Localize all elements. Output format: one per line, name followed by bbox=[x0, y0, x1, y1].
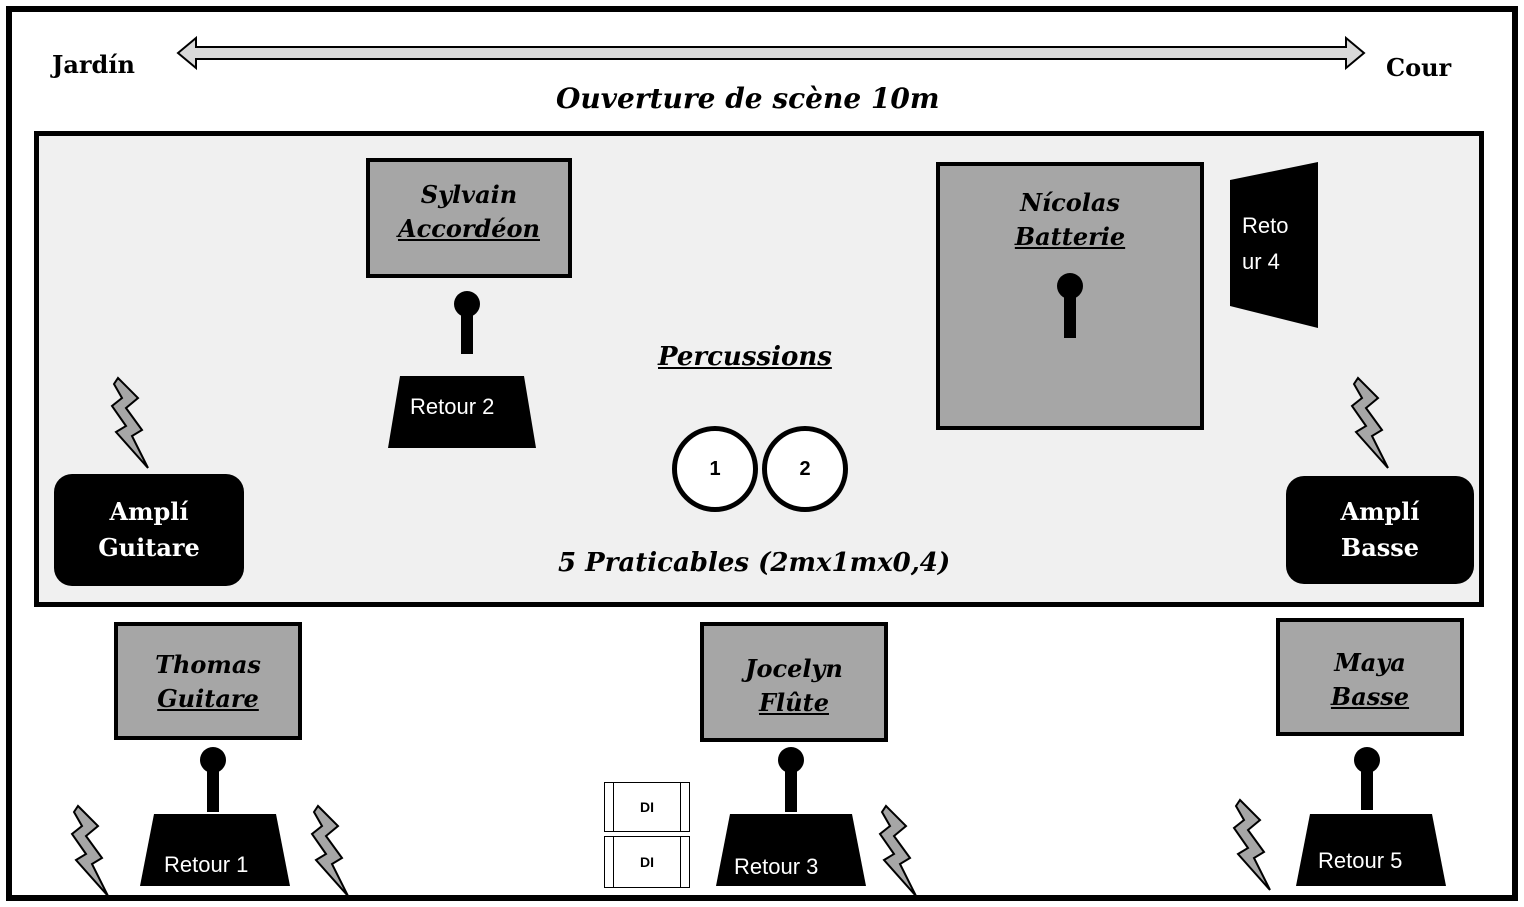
jardin-label: Jardín bbox=[52, 50, 135, 79]
amp-guitar: Amplí Guitare bbox=[54, 474, 244, 586]
drum-label: 2 bbox=[799, 457, 811, 480]
di-label: DI bbox=[640, 854, 654, 870]
musician-name: Sylvain bbox=[420, 180, 518, 209]
power-lightning-icon bbox=[1232, 798, 1271, 891]
monitor-wedge-3 bbox=[716, 814, 866, 886]
monitor-label-4-line: Reto bbox=[1242, 213, 1289, 238]
musician-box-sylvain: Sylvain Accordéon bbox=[366, 158, 572, 278]
power-lightning-icon bbox=[878, 804, 917, 897]
amp-bass: Amplí Basse bbox=[1286, 476, 1474, 584]
musician-name: Thomas bbox=[155, 650, 261, 679]
monitor-wedge-2 bbox=[388, 376, 536, 448]
amp-line: Guitare bbox=[98, 533, 200, 562]
musician-instrument: Accordéon bbox=[397, 214, 540, 243]
power-lightning-icon bbox=[310, 804, 349, 897]
musician-name: Jocelyn bbox=[745, 654, 843, 683]
monitor-label-4-line: ur 4 bbox=[1242, 249, 1280, 274]
di-box: DI bbox=[604, 782, 690, 832]
musician-name: Maya bbox=[1334, 648, 1406, 677]
percussion-drum-1: 1 bbox=[672, 426, 758, 512]
microphone-icon bbox=[778, 747, 804, 812]
monitor-label-4: Reto ur 4 bbox=[1242, 208, 1288, 280]
di-label: DI bbox=[640, 799, 654, 815]
musician-name: Nícolas bbox=[1020, 188, 1120, 217]
musician-instrument: Batterie bbox=[1014, 222, 1126, 251]
musician-box-jocelyn: Jocelyn Flûte bbox=[700, 622, 888, 742]
percussion-drum-2: 2 bbox=[762, 426, 848, 512]
monitor-label-3: Retour 3 bbox=[734, 854, 819, 879]
microphone-icon bbox=[200, 747, 226, 812]
musician-box-maya: Maya Basse bbox=[1276, 618, 1464, 736]
outer-frame bbox=[6, 6, 1518, 901]
opening-label: Ouverture de scène 10m bbox=[556, 82, 940, 115]
musician-instrument: Basse bbox=[1330, 682, 1410, 711]
power-lightning-icon bbox=[70, 804, 109, 897]
amp-line: Basse bbox=[1340, 533, 1420, 562]
monitor-label-5: Retour 5 bbox=[1318, 848, 1403, 873]
microphone-icon bbox=[1057, 273, 1083, 338]
cour-label: Cour bbox=[1386, 53, 1452, 82]
musician-instrument: Guitare bbox=[157, 684, 259, 713]
musician-box-thomas: Thomas Guitare bbox=[114, 622, 302, 740]
monitor-label-2: Retour 2 bbox=[410, 394, 495, 419]
power-lightning-icon bbox=[1350, 376, 1389, 469]
risers-label: 5 Praticables (2mx1mx0,4) bbox=[558, 548, 951, 578]
amp-line: Amplí bbox=[1340, 497, 1420, 526]
power-lightning-icon bbox=[110, 376, 149, 469]
monitor-wedge-4 bbox=[1230, 162, 1318, 328]
monitor-label-1: Retour 1 bbox=[164, 852, 249, 877]
monitor-wedge-1 bbox=[140, 814, 290, 886]
microphone-icon bbox=[1354, 747, 1380, 810]
percussions-label: Percussions bbox=[658, 342, 832, 372]
microphone-icon bbox=[454, 291, 480, 354]
drum-label: 1 bbox=[709, 457, 721, 480]
monitor-wedge-5 bbox=[1296, 814, 1446, 886]
amp-line: Amplí bbox=[109, 497, 189, 526]
musician-instrument: Flûte bbox=[759, 688, 829, 717]
di-box: DI bbox=[604, 836, 690, 888]
